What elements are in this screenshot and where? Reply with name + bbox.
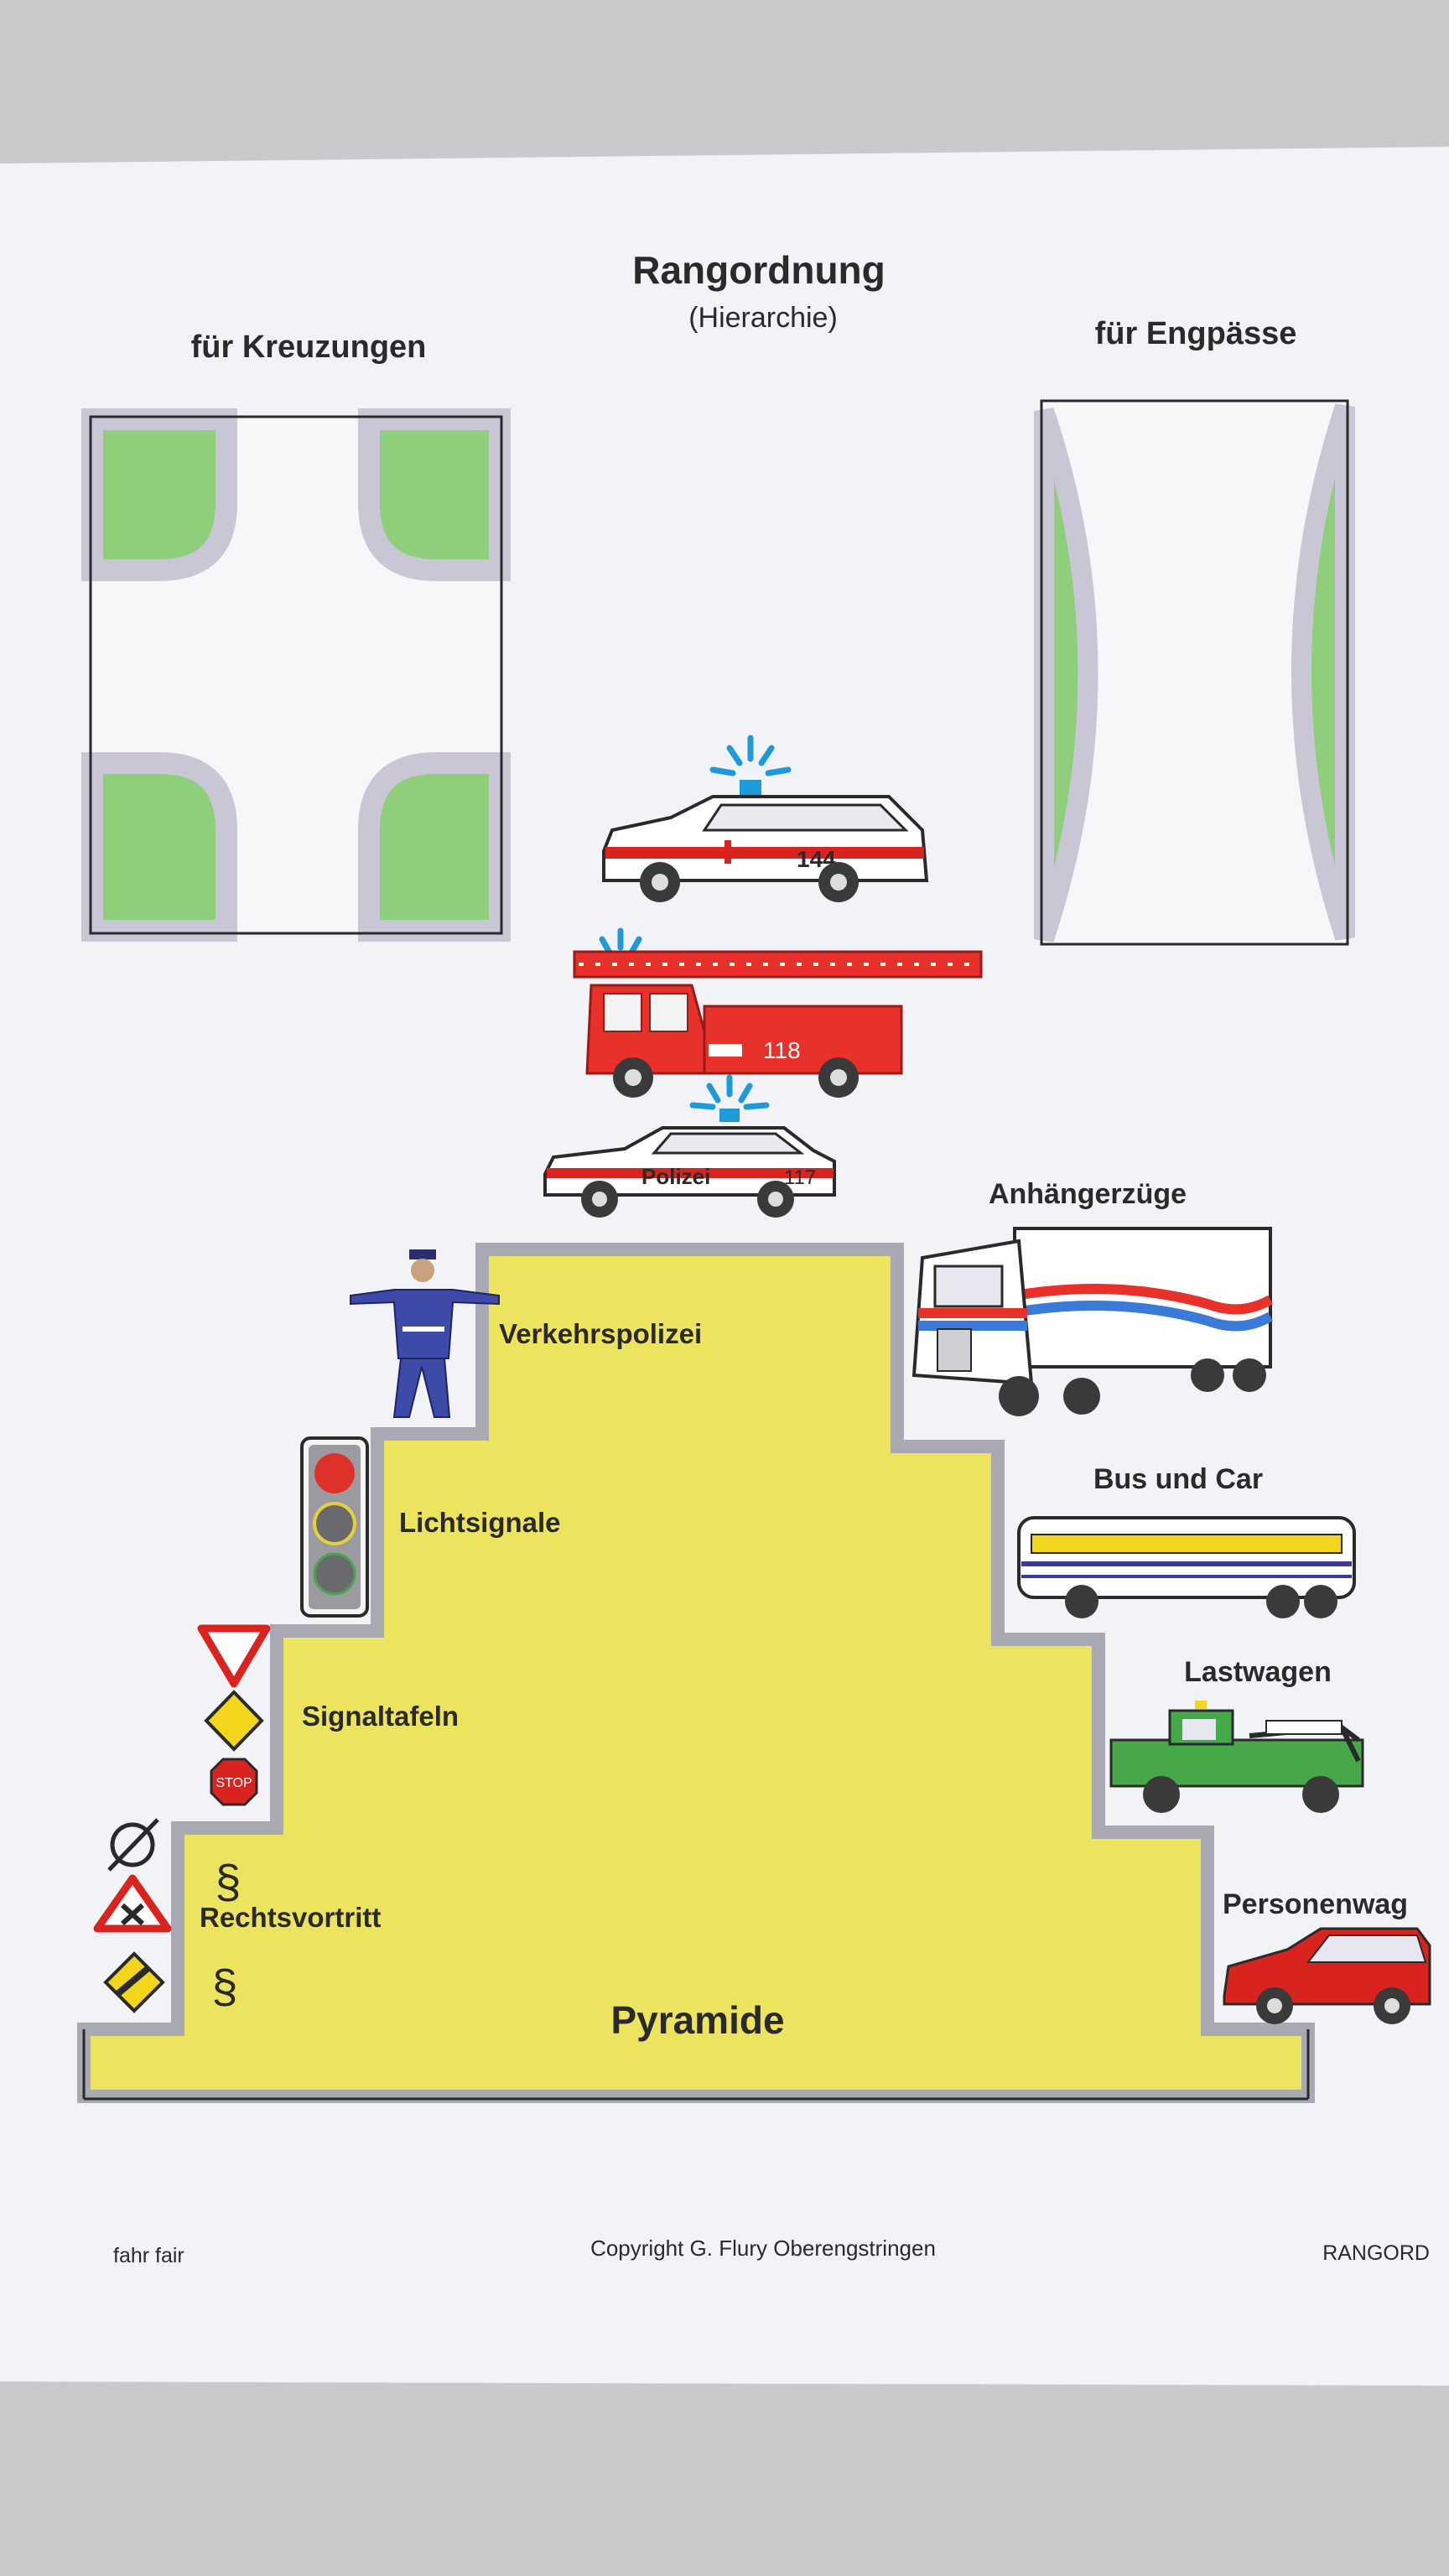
traffic-police-officer-icon [350, 1249, 500, 1418]
no-sign-icon [107, 1818, 159, 1872]
police-text: Polizei [641, 1164, 710, 1189]
footer-left: fahr fair [113, 2244, 184, 2267]
pyramid [77, 1243, 1315, 2103]
label-bus-und-car: Bus und Car [1093, 1463, 1263, 1495]
fire-truck-number: 118 [763, 1037, 801, 1063]
crossroads-warning-sign-icon [93, 1874, 172, 1933]
fire-truck-vehicle: 118 [573, 927, 983, 1098]
footer-copyright: Copyright G. Flury Oberengstringen [590, 2236, 936, 2261]
pyramid-label: Pyramide [610, 1998, 784, 2042]
police-number: 117 [784, 1166, 816, 1189]
title: Rangordnung [632, 248, 886, 292]
step-signaltafeln: Signaltafeln [302, 1701, 459, 1732]
label-anhaengerzuege: Anhängerzüge [989, 1178, 1187, 1210]
bus-vehicle [1017, 1516, 1356, 1618]
heading-kreuzungen: für Kreuzungen [191, 330, 427, 365]
yield-sign-icon [197, 1624, 271, 1688]
end-of-priority-sign-icon [103, 1951, 165, 2013]
police-car-vehicle: Polizei 117 [543, 1074, 836, 1218]
siren-blue-icon [709, 735, 792, 776]
paragraph-symbol-bottom: § [211, 1960, 237, 2012]
stop-sign-icon: STOP [210, 1758, 258, 1806]
step-verkehrspolizei: Verkehrspolizei [499, 1318, 702, 1349]
semi-truck-vehicle [911, 1227, 1273, 1416]
subtitle: (Hierarchie) [688, 302, 838, 334]
ambulance-vehicle: 144 [602, 735, 929, 902]
label-lastwagen: Lastwagen [1184, 1656, 1332, 1688]
intersection-diagram [81, 408, 511, 942]
priority-road-sign-icon [204, 1690, 264, 1752]
siren-blue-icon [689, 1074, 770, 1110]
traffic-light-icon [300, 1436, 369, 1618]
step-rechtsvortritt: Rechtsvortritt [200, 1902, 381, 1933]
paragraph-symbol-top: § [215, 1855, 241, 1908]
step-lichtsignale: Lichtsignale [399, 1507, 561, 1538]
tow-truck-vehicle [1109, 1701, 1364, 1813]
narrow-passage-diagram [1034, 399, 1355, 946]
stop-sign-text: STOP [216, 1776, 252, 1790]
label-personenwag: Personenwag [1223, 1888, 1408, 1920]
heading-engpaesse: für Engpässe [1095, 316, 1297, 351]
passenger-car-vehicle [1223, 1927, 1431, 2024]
footer-right: RANGORD [1322, 2241, 1430, 2265]
